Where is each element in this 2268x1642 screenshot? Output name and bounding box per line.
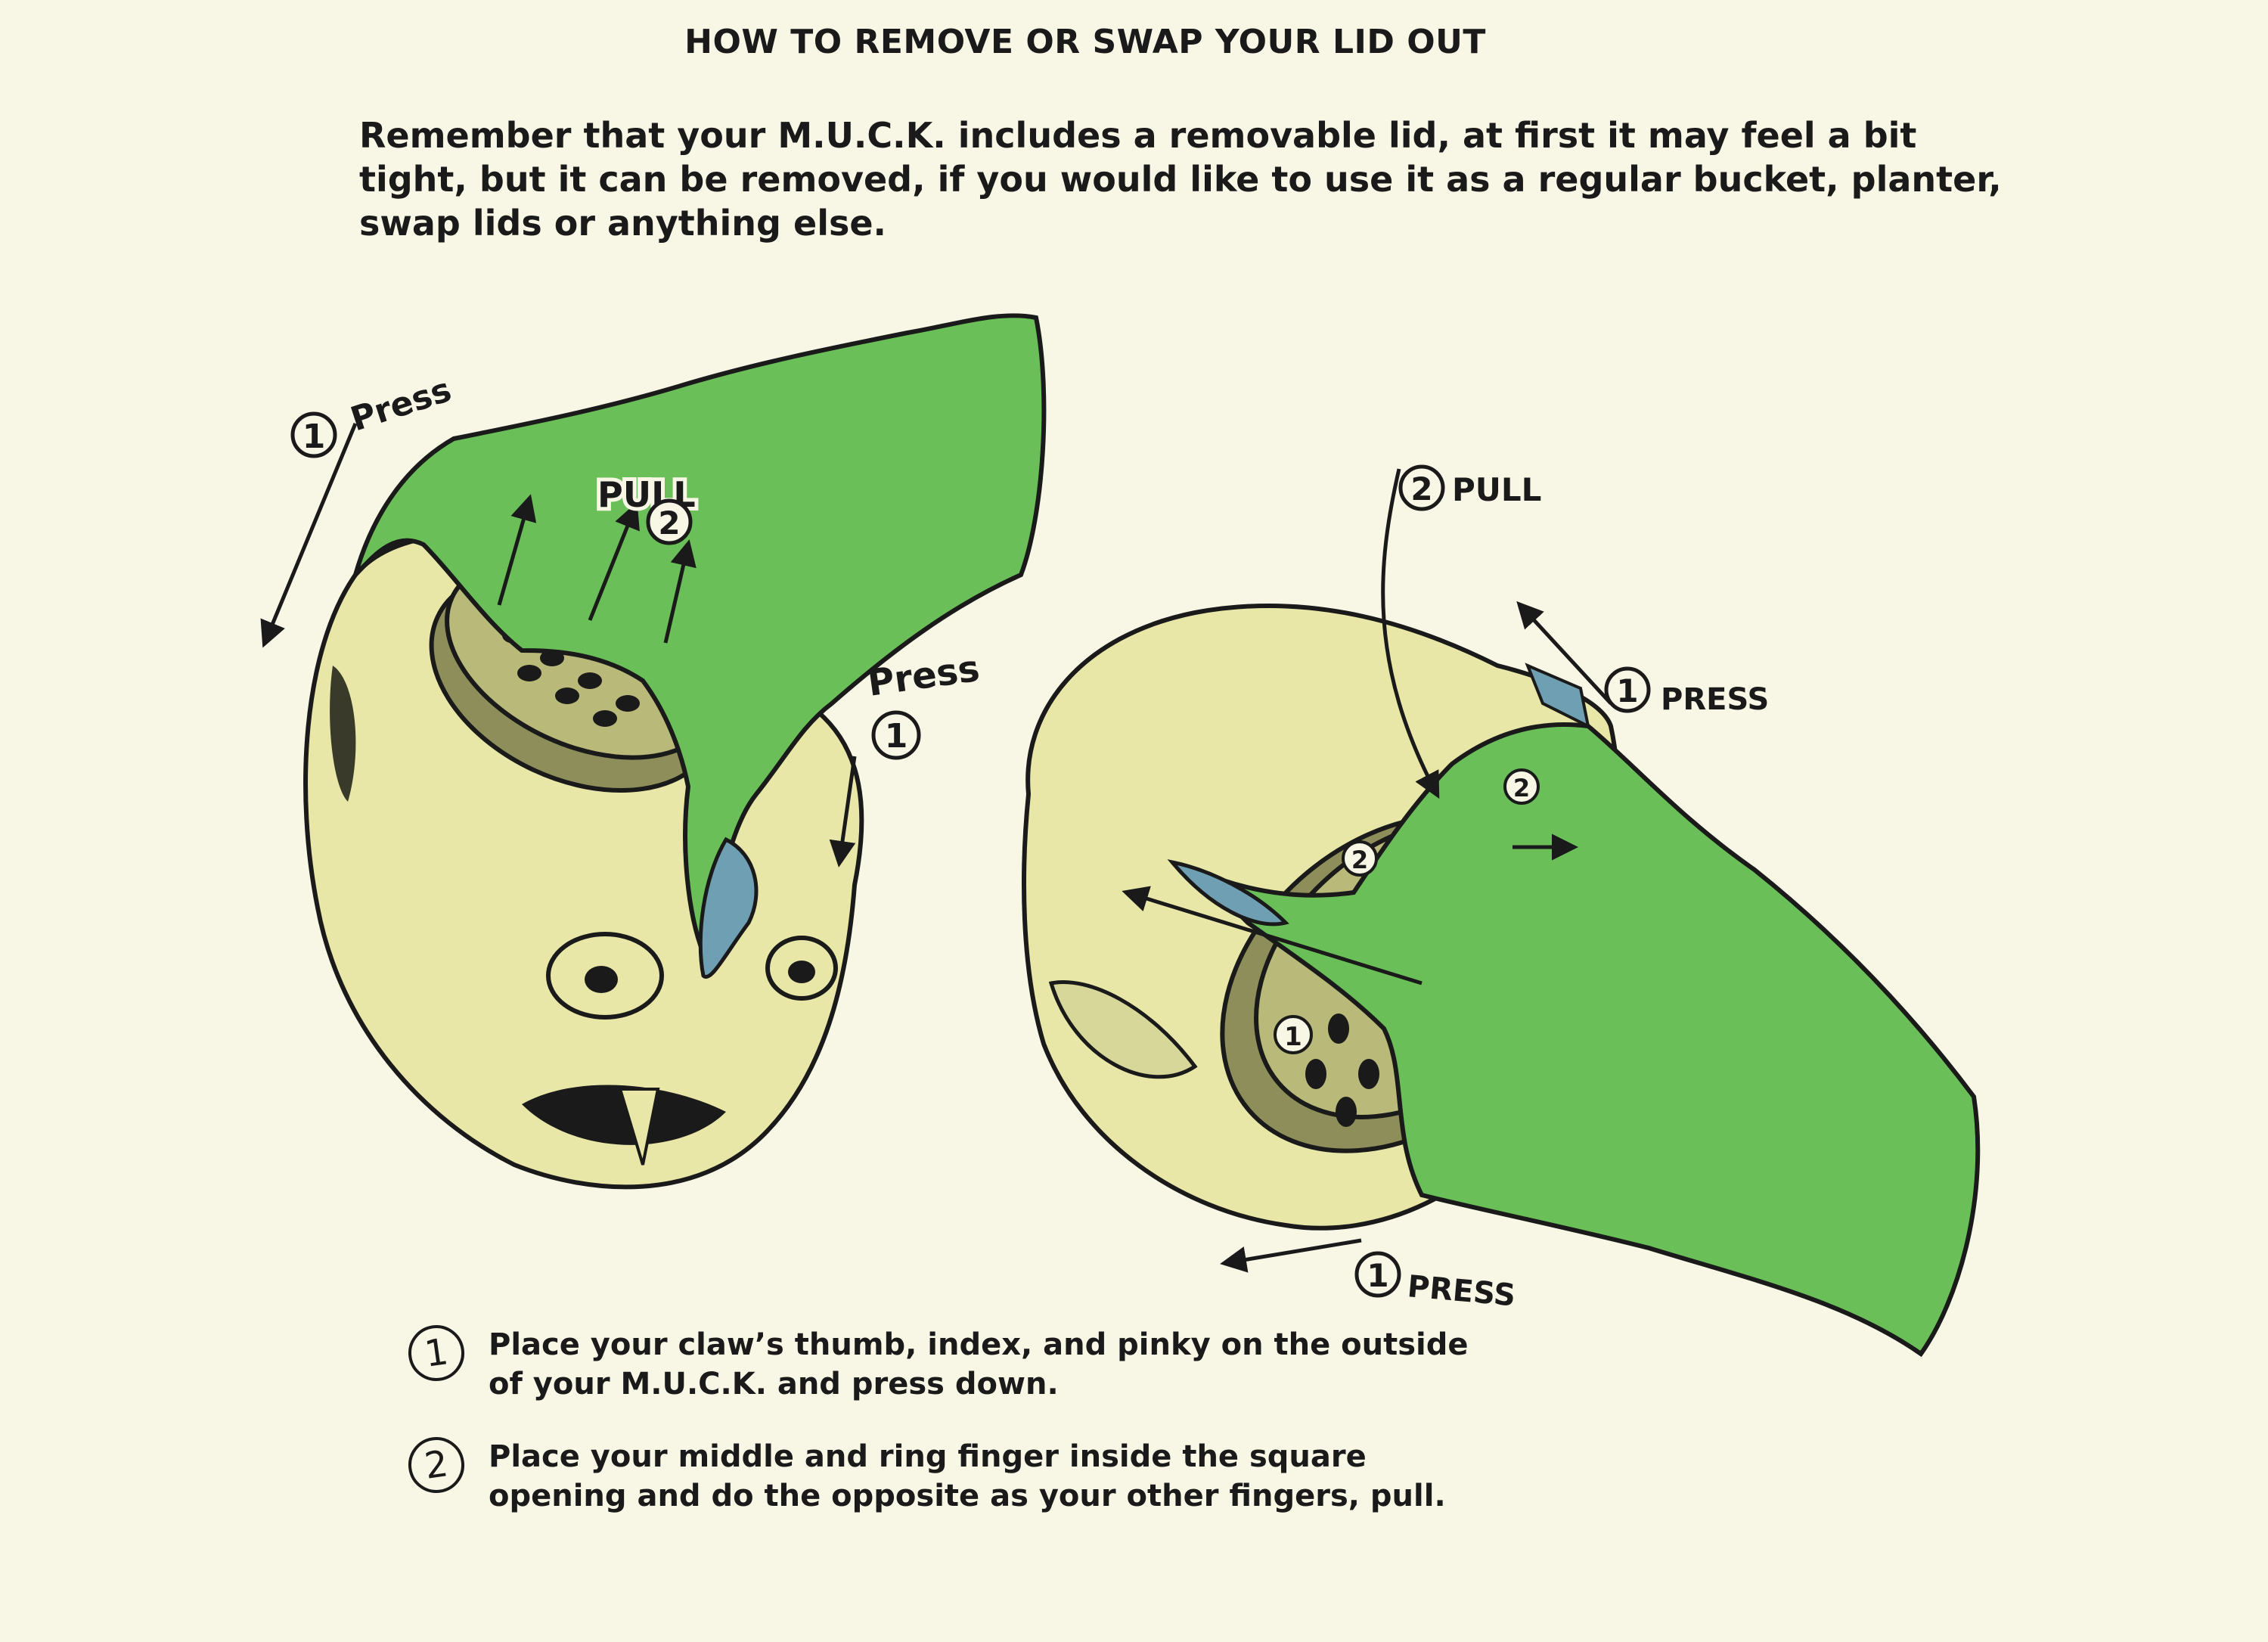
right-claw-nail bbox=[1167, 859, 1289, 927]
right-skull-ear bbox=[1048, 980, 1198, 1079]
page-title: HOW TO REMOVE OR SWAP YOUR LID OUT bbox=[684, 23, 1486, 61]
step-2-text: Place your middle and ring finger inside… bbox=[489, 1437, 1446, 1516]
right-claw bbox=[1193, 722, 1981, 1358]
lid-number-2b: 2 bbox=[1513, 774, 1530, 802]
left-pull-number: 2 bbox=[658, 504, 680, 542]
step-2-line-1: Place your middle and ring finger inside… bbox=[489, 1439, 1367, 1474]
step-1-text: Place your claw’s thumb, index, and pink… bbox=[489, 1325, 1469, 1404]
intro-line-1: Remember that your M.U.C.K. includes a r… bbox=[359, 115, 1917, 156]
left-skull-ear bbox=[330, 666, 356, 802]
right-press-top-label: PRESS bbox=[1661, 682, 1769, 717]
intro-paragraph: Remember that your M.U.C.K. includes a r… bbox=[359, 113, 2002, 245]
left-eye-small bbox=[765, 936, 838, 1001]
right-pull-number: 2 bbox=[1410, 470, 1432, 507]
step-1-line-1: Place your claw’s thumb, index, and pink… bbox=[489, 1327, 1469, 1362]
right-press-top-number: 1 bbox=[1616, 672, 1638, 709]
instruction-step-2: 2 Place your middle and ring finger insi… bbox=[405, 1433, 1467, 1516]
left-fang bbox=[618, 1088, 660, 1166]
right-figure: 2 PULL 1 PRESS 1 PRESS 1 2 2 bbox=[1022, 464, 1981, 1358]
left-figure: 1 Press PULL 2 Press 1 bbox=[260, 313, 1047, 1190]
left-eye-large bbox=[546, 932, 664, 1020]
right-pull-label: PULL bbox=[1452, 471, 1541, 508]
right-press-bottom-label: PRESS bbox=[1406, 1269, 1517, 1313]
left-mouth bbox=[522, 1085, 726, 1145]
step-2-line-2: opening and do the opposite as your othe… bbox=[489, 1479, 1446, 1513]
left-press-right-number: 1 bbox=[885, 717, 908, 756]
right-press-bottom-number: 1 bbox=[1367, 1257, 1388, 1294]
intro-line-3: swap lids or anything else. bbox=[359, 203, 887, 244]
instruction-step-1: 1 Place your claw’s thumb, index, and pi… bbox=[405, 1321, 1469, 1404]
step-1-line-2: of your M.U.C.K. and press down. bbox=[489, 1367, 1059, 1401]
lid-number-2a: 2 bbox=[1351, 846, 1368, 874]
step-2-number: 2 bbox=[405, 1433, 468, 1497]
left-claw-nail bbox=[698, 837, 759, 979]
left-press-top-number: 1 bbox=[303, 417, 326, 456]
step-1-number: 1 bbox=[405, 1321, 468, 1385]
left-press-top-label: Press bbox=[346, 371, 456, 439]
lid-number-1: 1 bbox=[1284, 1022, 1302, 1052]
intro-line-2: tight, but it can be removed, if you wou… bbox=[359, 159, 2002, 200]
left-claw bbox=[350, 313, 1047, 960]
right-lid-holes bbox=[1305, 1013, 1379, 1127]
left-pull-label: PULL bbox=[597, 474, 696, 515]
